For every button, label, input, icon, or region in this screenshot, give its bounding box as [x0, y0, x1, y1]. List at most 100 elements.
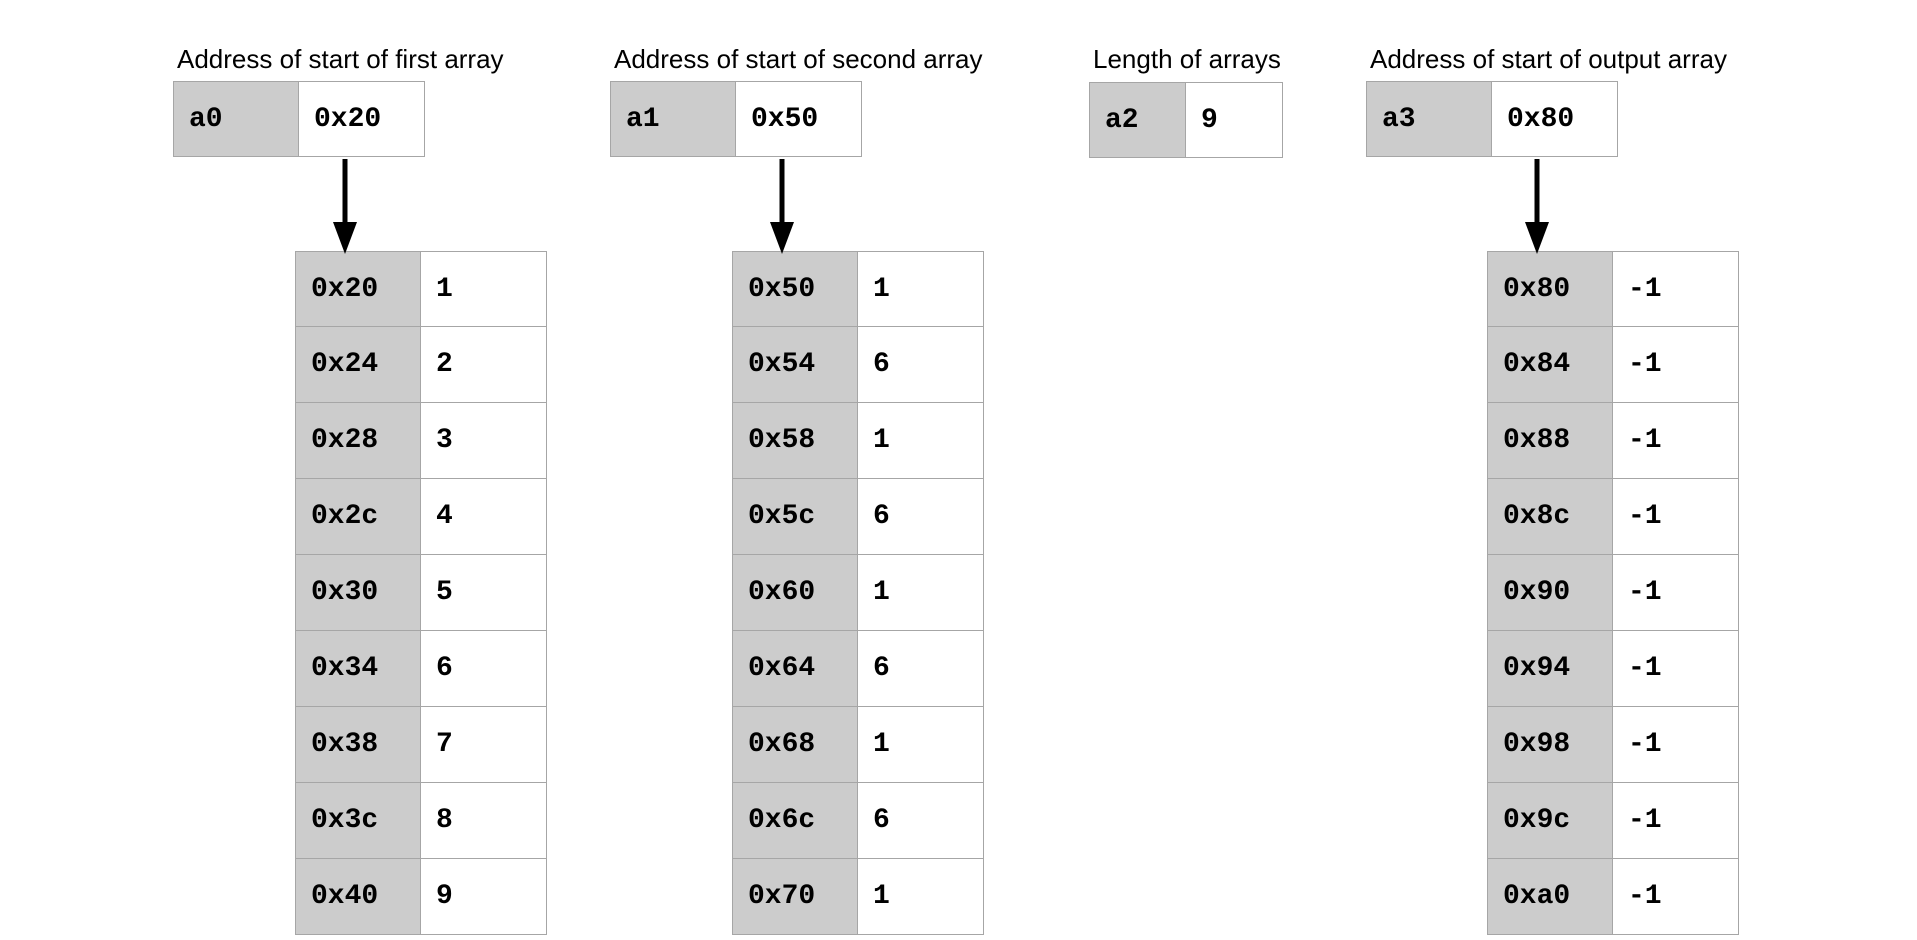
register-a2-value: 9	[1186, 82, 1283, 158]
address-cell: 0x94	[1487, 631, 1613, 707]
output-array-row: 0x94-1	[1487, 631, 1739, 707]
address-cell: 0xa0	[1487, 859, 1613, 935]
arrow-a0-to-first-array	[333, 159, 357, 254]
value-cell: 1	[858, 555, 984, 631]
value-cell: 7	[421, 707, 547, 783]
address-cell: 0x60	[732, 555, 858, 631]
address-cell: 0x20	[295, 251, 421, 327]
value-cell: 4	[421, 479, 547, 555]
address-cell: 0x24	[295, 327, 421, 403]
value-cell: 6	[858, 631, 984, 707]
value-cell: -1	[1613, 783, 1739, 859]
register-a0-name: a0	[173, 81, 299, 157]
output-array-row: 0x90-1	[1487, 555, 1739, 631]
value-cell: 3	[421, 403, 547, 479]
address-cell: 0x5c	[732, 479, 858, 555]
address-cell: 0x88	[1487, 403, 1613, 479]
address-cell: 0x64	[732, 631, 858, 707]
value-cell: 1	[858, 707, 984, 783]
value-cell: -1	[1613, 631, 1739, 707]
value-cell: -1	[1613, 707, 1739, 783]
value-cell: -1	[1613, 251, 1739, 327]
value-cell: -1	[1613, 327, 1739, 403]
address-cell: 0x9c	[1487, 783, 1613, 859]
address-cell: 0x90	[1487, 555, 1613, 631]
output-array-row: 0x88-1	[1487, 403, 1739, 479]
address-cell: 0x6c	[732, 783, 858, 859]
value-cell: 6	[858, 479, 984, 555]
address-cell: 0x30	[295, 555, 421, 631]
output-array-row: 0xa0-1	[1487, 859, 1739, 935]
register-a2-label: Length of arrays	[1093, 44, 1281, 74]
address-cell: 0x80	[1487, 251, 1613, 327]
address-cell: 0x8c	[1487, 479, 1613, 555]
address-cell: 0x40	[295, 859, 421, 935]
address-cell: 0x2c	[295, 479, 421, 555]
value-cell: 6	[858, 327, 984, 403]
address-cell: 0x68	[732, 707, 858, 783]
value-cell: -1	[1613, 555, 1739, 631]
address-cell: 0x54	[732, 327, 858, 403]
address-cell: 0x70	[732, 859, 858, 935]
arrow-a3-to-output-array	[1525, 159, 1549, 254]
address-cell: 0x58	[732, 403, 858, 479]
address-cell: 0x50	[732, 251, 858, 327]
address-cell: 0x38	[295, 707, 421, 783]
value-cell: 1	[858, 251, 984, 327]
value-cell: 1	[858, 859, 984, 935]
value-cell: -1	[1613, 859, 1739, 935]
value-cell: 2	[421, 327, 547, 403]
value-cell: 1	[421, 251, 547, 327]
register-a2-name: a2	[1089, 82, 1186, 158]
output-array-row: 0x9c-1	[1487, 783, 1739, 859]
address-cell: 0x84	[1487, 327, 1613, 403]
register-a0-value: 0x20	[299, 81, 425, 157]
arrow-a1-to-second-array	[770, 159, 794, 254]
output-array-row: 0x8c-1	[1487, 479, 1739, 555]
address-cell: 0x98	[1487, 707, 1613, 783]
register-a1-value: 0x50	[736, 81, 862, 157]
address-cell: 0x3c	[295, 783, 421, 859]
address-cell: 0x34	[295, 631, 421, 707]
value-cell: -1	[1613, 479, 1739, 555]
value-cell: 5	[421, 555, 547, 631]
register-a3-value: 0x80	[1492, 81, 1618, 157]
register-a2: a2 9	[1089, 82, 1283, 158]
output-array-row: 0x80-1	[1487, 251, 1739, 327]
register-a3-label: Address of start of output array	[1370, 44, 1727, 74]
register-a1-label: Address of start of second array	[614, 44, 983, 74]
value-cell: 6	[421, 631, 547, 707]
value-cell: 9	[421, 859, 547, 935]
value-cell: 6	[858, 783, 984, 859]
register-a3-name: a3	[1366, 81, 1492, 157]
output-array-row: 0x84-1	[1487, 327, 1739, 403]
register-a0: a0 0x20	[173, 81, 425, 157]
register-a0-label: Address of start of first array	[177, 44, 504, 74]
address-cell: 0x28	[295, 403, 421, 479]
register-a1-name: a1	[610, 81, 736, 157]
register-a1: a1 0x50	[610, 81, 862, 157]
register-a3: a3 0x80	[1366, 81, 1618, 157]
value-cell: 1	[858, 403, 984, 479]
